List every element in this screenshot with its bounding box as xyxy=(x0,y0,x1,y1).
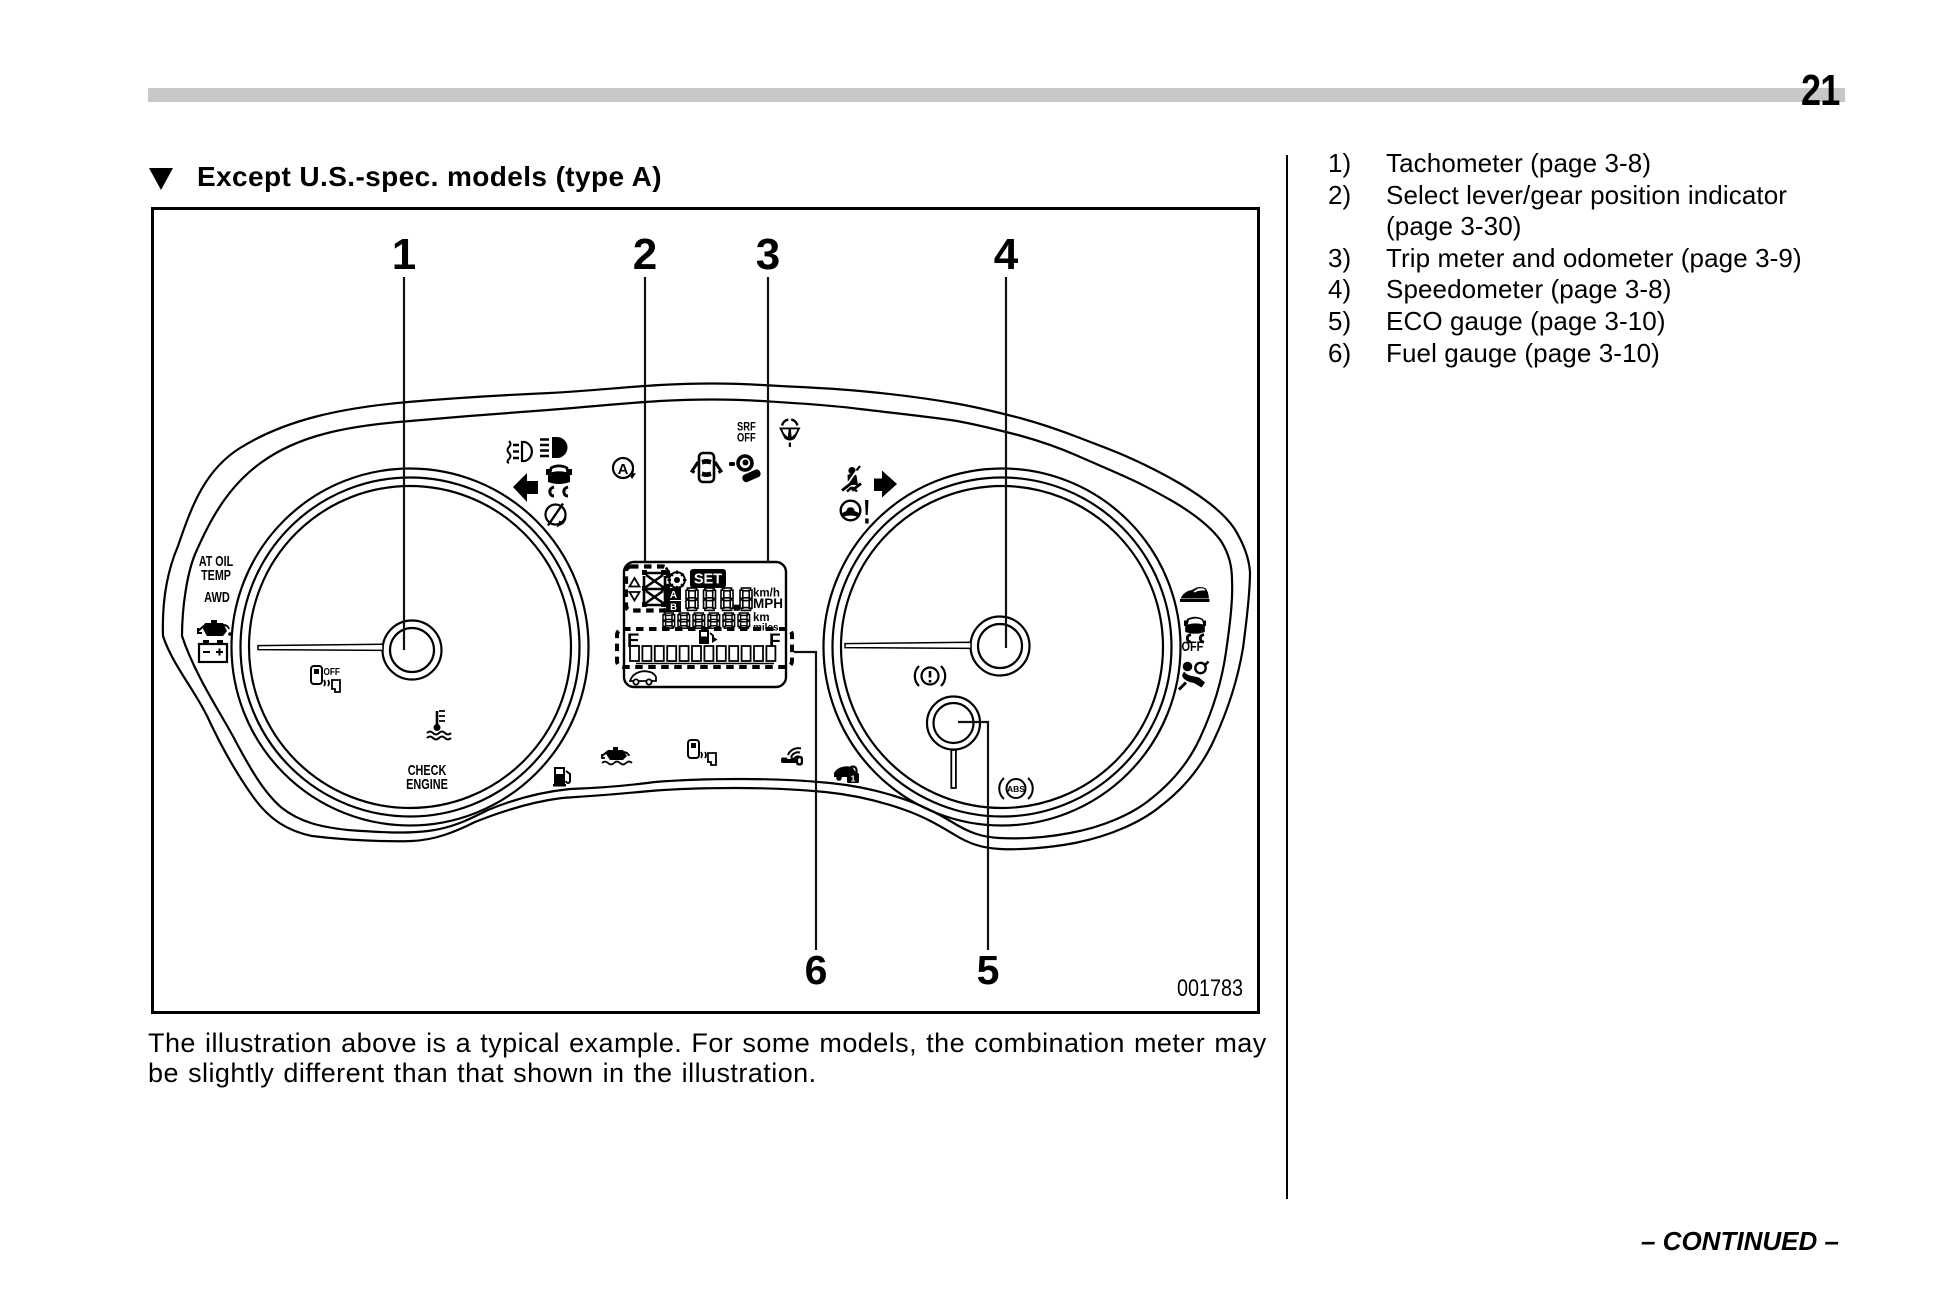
svg-text:OFF: OFF xyxy=(324,665,341,677)
svg-text:km: km xyxy=(753,612,770,624)
svg-text:TEMP: TEMP xyxy=(201,566,231,583)
svg-text:AWD: AWD xyxy=(204,588,230,605)
svg-text:OFF: OFF xyxy=(737,431,756,444)
svg-text:OFF: OFF xyxy=(1182,639,1204,655)
svg-text:CHECK: CHECK xyxy=(408,761,447,778)
svg-text:1: 1 xyxy=(392,230,416,279)
svg-text:MPH: MPH xyxy=(753,596,783,611)
svg-text:ENGINE: ENGINE xyxy=(406,775,448,792)
svg-text:F: F xyxy=(769,631,781,652)
svg-text:A: A xyxy=(618,461,629,478)
svg-text:3: 3 xyxy=(756,230,780,279)
svg-text:1: 1 xyxy=(851,774,856,784)
svg-text:001783: 001783 xyxy=(1177,975,1243,1002)
svg-text:2: 2 xyxy=(633,230,657,279)
svg-text:SET: SET xyxy=(694,572,722,588)
svg-text:SRF: SRF xyxy=(737,420,756,433)
svg-text:5: 5 xyxy=(977,947,1000,993)
svg-text:km/h: km/h xyxy=(753,588,780,600)
svg-text:6: 6 xyxy=(805,947,828,993)
svg-text:ABS: ABS xyxy=(1007,784,1025,794)
svg-text:4: 4 xyxy=(994,230,1019,279)
svg-text:A: A xyxy=(670,590,677,601)
svg-text:AT OIL: AT OIL xyxy=(199,552,234,569)
svg-text:B: B xyxy=(670,602,677,613)
